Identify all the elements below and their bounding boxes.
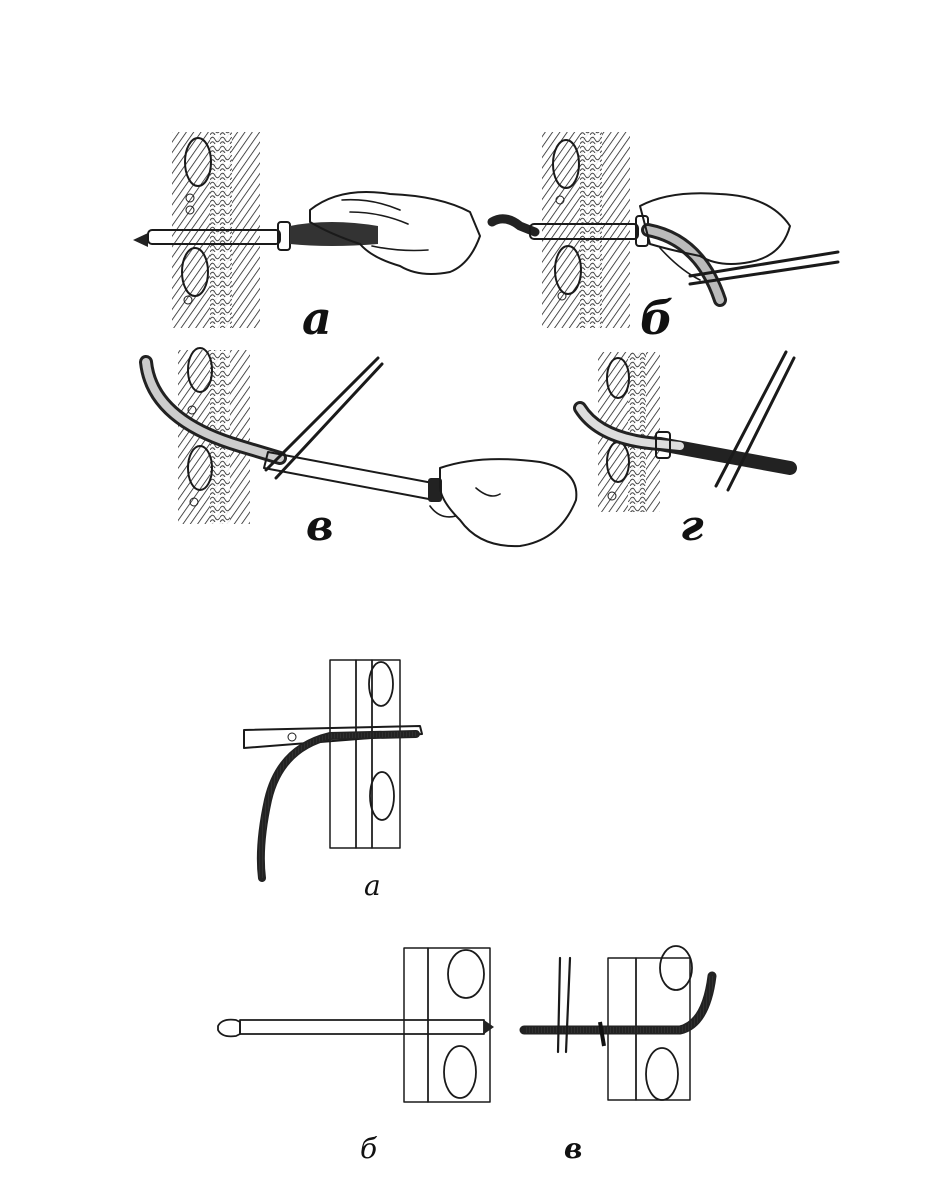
fig2-label-a: а	[364, 869, 381, 902]
fig2-panel-a: а	[244, 660, 422, 902]
drainage-tube	[492, 219, 535, 232]
fig2-panel-b: б	[218, 948, 494, 1165]
rib-section	[370, 772, 394, 820]
fig1-panel-a: а	[133, 132, 480, 345]
rib-section	[660, 946, 692, 990]
fig1-panel-v: в	[146, 348, 576, 550]
hand	[440, 459, 576, 546]
trocar-sleeve	[264, 452, 438, 500]
fig1-panel-g: г	[580, 352, 794, 550]
rib-section	[444, 1046, 476, 1098]
fig2-panel-v: в	[524, 946, 712, 1165]
fig1-panel-b: б	[492, 132, 838, 345]
rib-section	[646, 1048, 678, 1100]
chest-wall-layer	[330, 660, 356, 848]
fig2-label-b: б	[360, 1132, 378, 1165]
fig1-label-g: г	[680, 501, 704, 550]
fig1-label-a: а	[302, 291, 332, 345]
fig1-label-b: б	[640, 291, 673, 345]
trocar-tip	[133, 233, 148, 247]
trocar	[240, 1020, 484, 1034]
rib-section	[448, 950, 484, 998]
fig2-label-v: в	[564, 1132, 582, 1165]
drainage-tube	[524, 976, 712, 1030]
chest-wall-layer	[404, 948, 428, 1102]
fig1-label-v: в	[306, 501, 334, 550]
clamp	[558, 958, 570, 1052]
